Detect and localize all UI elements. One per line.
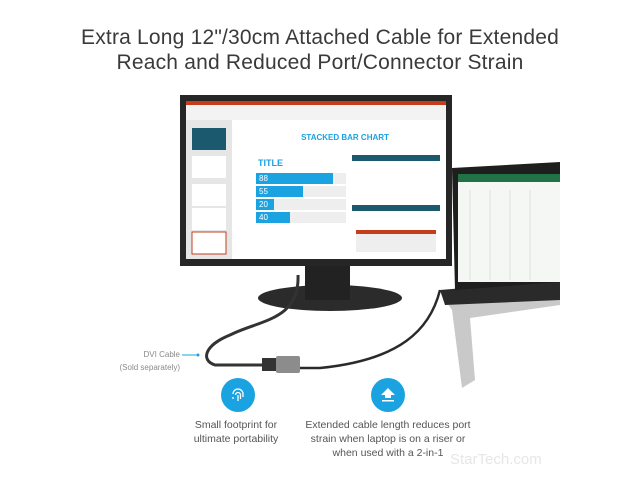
dvi-cable-label: DVI Cable (Sold separately) [110,348,180,374]
laptop-riser [445,290,560,388]
spreadsheet-ribbon [458,174,560,182]
chart-bar: 20 [256,199,346,210]
dvi-label-line-1: DVI Cable [143,350,180,359]
chart-bar: 55 [256,186,346,197]
monitor-neck [305,262,350,300]
dvi-cable [205,274,300,367]
dvi-connector [262,358,276,371]
laptop-base [440,280,560,305]
chart-bar: 88 [256,173,346,184]
headline-line-1: Extra Long 12"/30cm Attached Cable for E… [81,26,559,49]
upload-arrow-icon [371,378,405,412]
headline-line-2: Reach and Reduced Port/Connector Strain [116,51,524,74]
adapter-cable [300,289,442,370]
spreadsheet-grid [469,190,531,280]
brand-watermark: StarTech.com [450,451,542,468]
dvi-label-line-2: (Sold separately) [119,363,180,372]
slide-title: STACKED BAR CHART [301,133,389,142]
spreadsheet [458,174,560,282]
feature-caption-footprint: Small footprint for ultimate portability [193,419,279,445]
usb-c-adapter [276,356,300,373]
chart-bar: 40 [256,212,346,223]
feature-caption-cable-length: Extended cable length reduces port strai… [305,419,471,459]
fingerprint-icon [221,378,255,412]
chart-title: TITLE [258,158,283,168]
